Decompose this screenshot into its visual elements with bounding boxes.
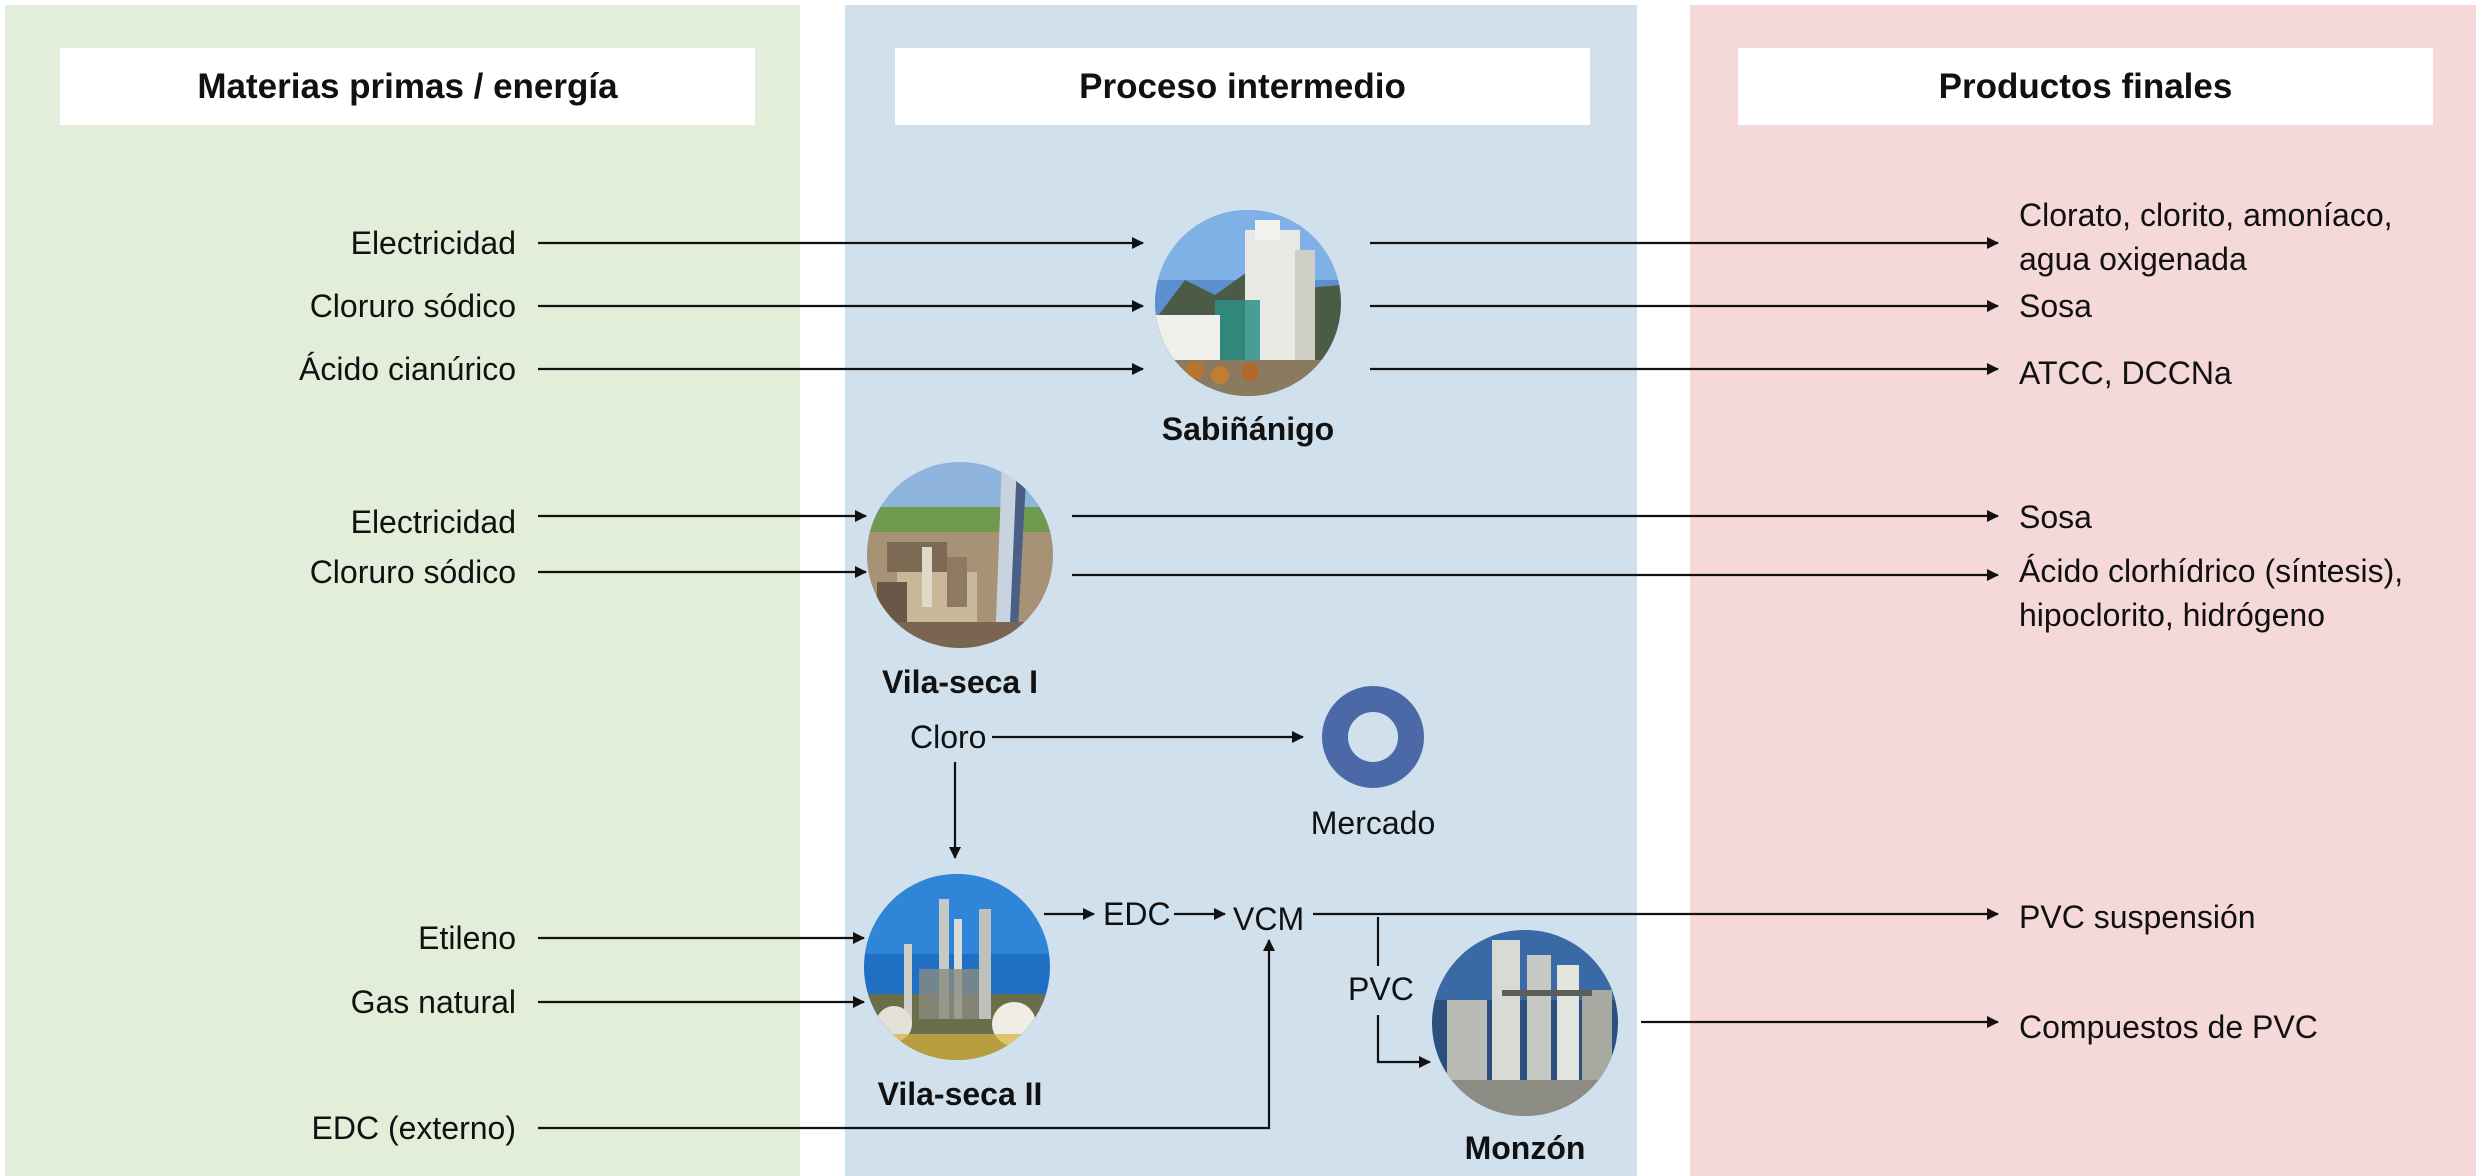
raw-materials-column bbox=[5, 5, 800, 1176]
output-sosa-sabinanigo: Sosa bbox=[2019, 288, 2092, 324]
output-clorato: Clorato, clorito, amoníaco, agua oxigena… bbox=[2019, 197, 2393, 277]
final-products-column bbox=[1690, 5, 2476, 1176]
final-products-header: Productos finales bbox=[1738, 48, 2433, 125]
intermediate-process-header: Proceso intermedio bbox=[895, 48, 1590, 125]
input-electricidad-sabinanigo: Electricidad bbox=[350, 225, 516, 261]
input-cloruro-sabinanigo: Cloruro sódico bbox=[309, 288, 516, 324]
plant-label-vilaseca2: Vila-seca II bbox=[877, 1076, 1043, 1112]
input-edc-externo: EDC (externo) bbox=[311, 1110, 517, 1146]
intermediate-pvc: PVC bbox=[1348, 971, 1414, 1007]
input-cloruro-vilaseca1: Cloruro sódico bbox=[309, 554, 516, 590]
output-sosa-vilaseca1: Sosa bbox=[2019, 499, 2092, 535]
output-pvc-suspension: PVC suspensión bbox=[2019, 899, 2256, 935]
intermediate-cloro: Cloro bbox=[910, 719, 987, 755]
plant-label-sabinanigo: Sabiñánigo bbox=[1161, 411, 1335, 447]
arrow-edc-externo-vcm bbox=[538, 939, 1275, 1130]
output-atcc: ATCC, DCCNa bbox=[2019, 355, 2232, 391]
intermediate-vcm: VCM bbox=[1233, 901, 1305, 937]
plant-label-monzon: Monzón bbox=[1464, 1130, 1586, 1166]
input-electricidad-vilaseca1: Electricidad bbox=[350, 504, 516, 540]
output-compuestos-pvc: Compuestos de PVC bbox=[2019, 1009, 2318, 1045]
intermediate-mercado: Mercado bbox=[1310, 805, 1436, 841]
intermediate-edc: EDC bbox=[1103, 896, 1171, 932]
vilaseca1-plant-photo bbox=[867, 462, 1053, 648]
raw-materials-header: Materias primas / energía bbox=[60, 48, 755, 125]
output-acido-clorhidrico: Ácido clorhídrico (síntesis), hipoclorit… bbox=[2019, 553, 2404, 633]
input-cianurico-sabinanigo: Ácido cianúrico bbox=[299, 351, 516, 387]
arrow-pvc-monzon bbox=[1376, 1015, 1431, 1068]
mercado-ring-icon bbox=[1322, 686, 1424, 788]
monzon-plant-photo bbox=[1432, 930, 1618, 1116]
input-etileno: Etileno bbox=[418, 920, 516, 956]
sabinanigo-plant-photo bbox=[1155, 210, 1341, 396]
plant-label-vilaseca1: Vila-seca I bbox=[882, 664, 1038, 700]
input-gas-natural: Gas natural bbox=[350, 984, 516, 1020]
vilaseca2-plant-photo bbox=[864, 874, 1050, 1060]
